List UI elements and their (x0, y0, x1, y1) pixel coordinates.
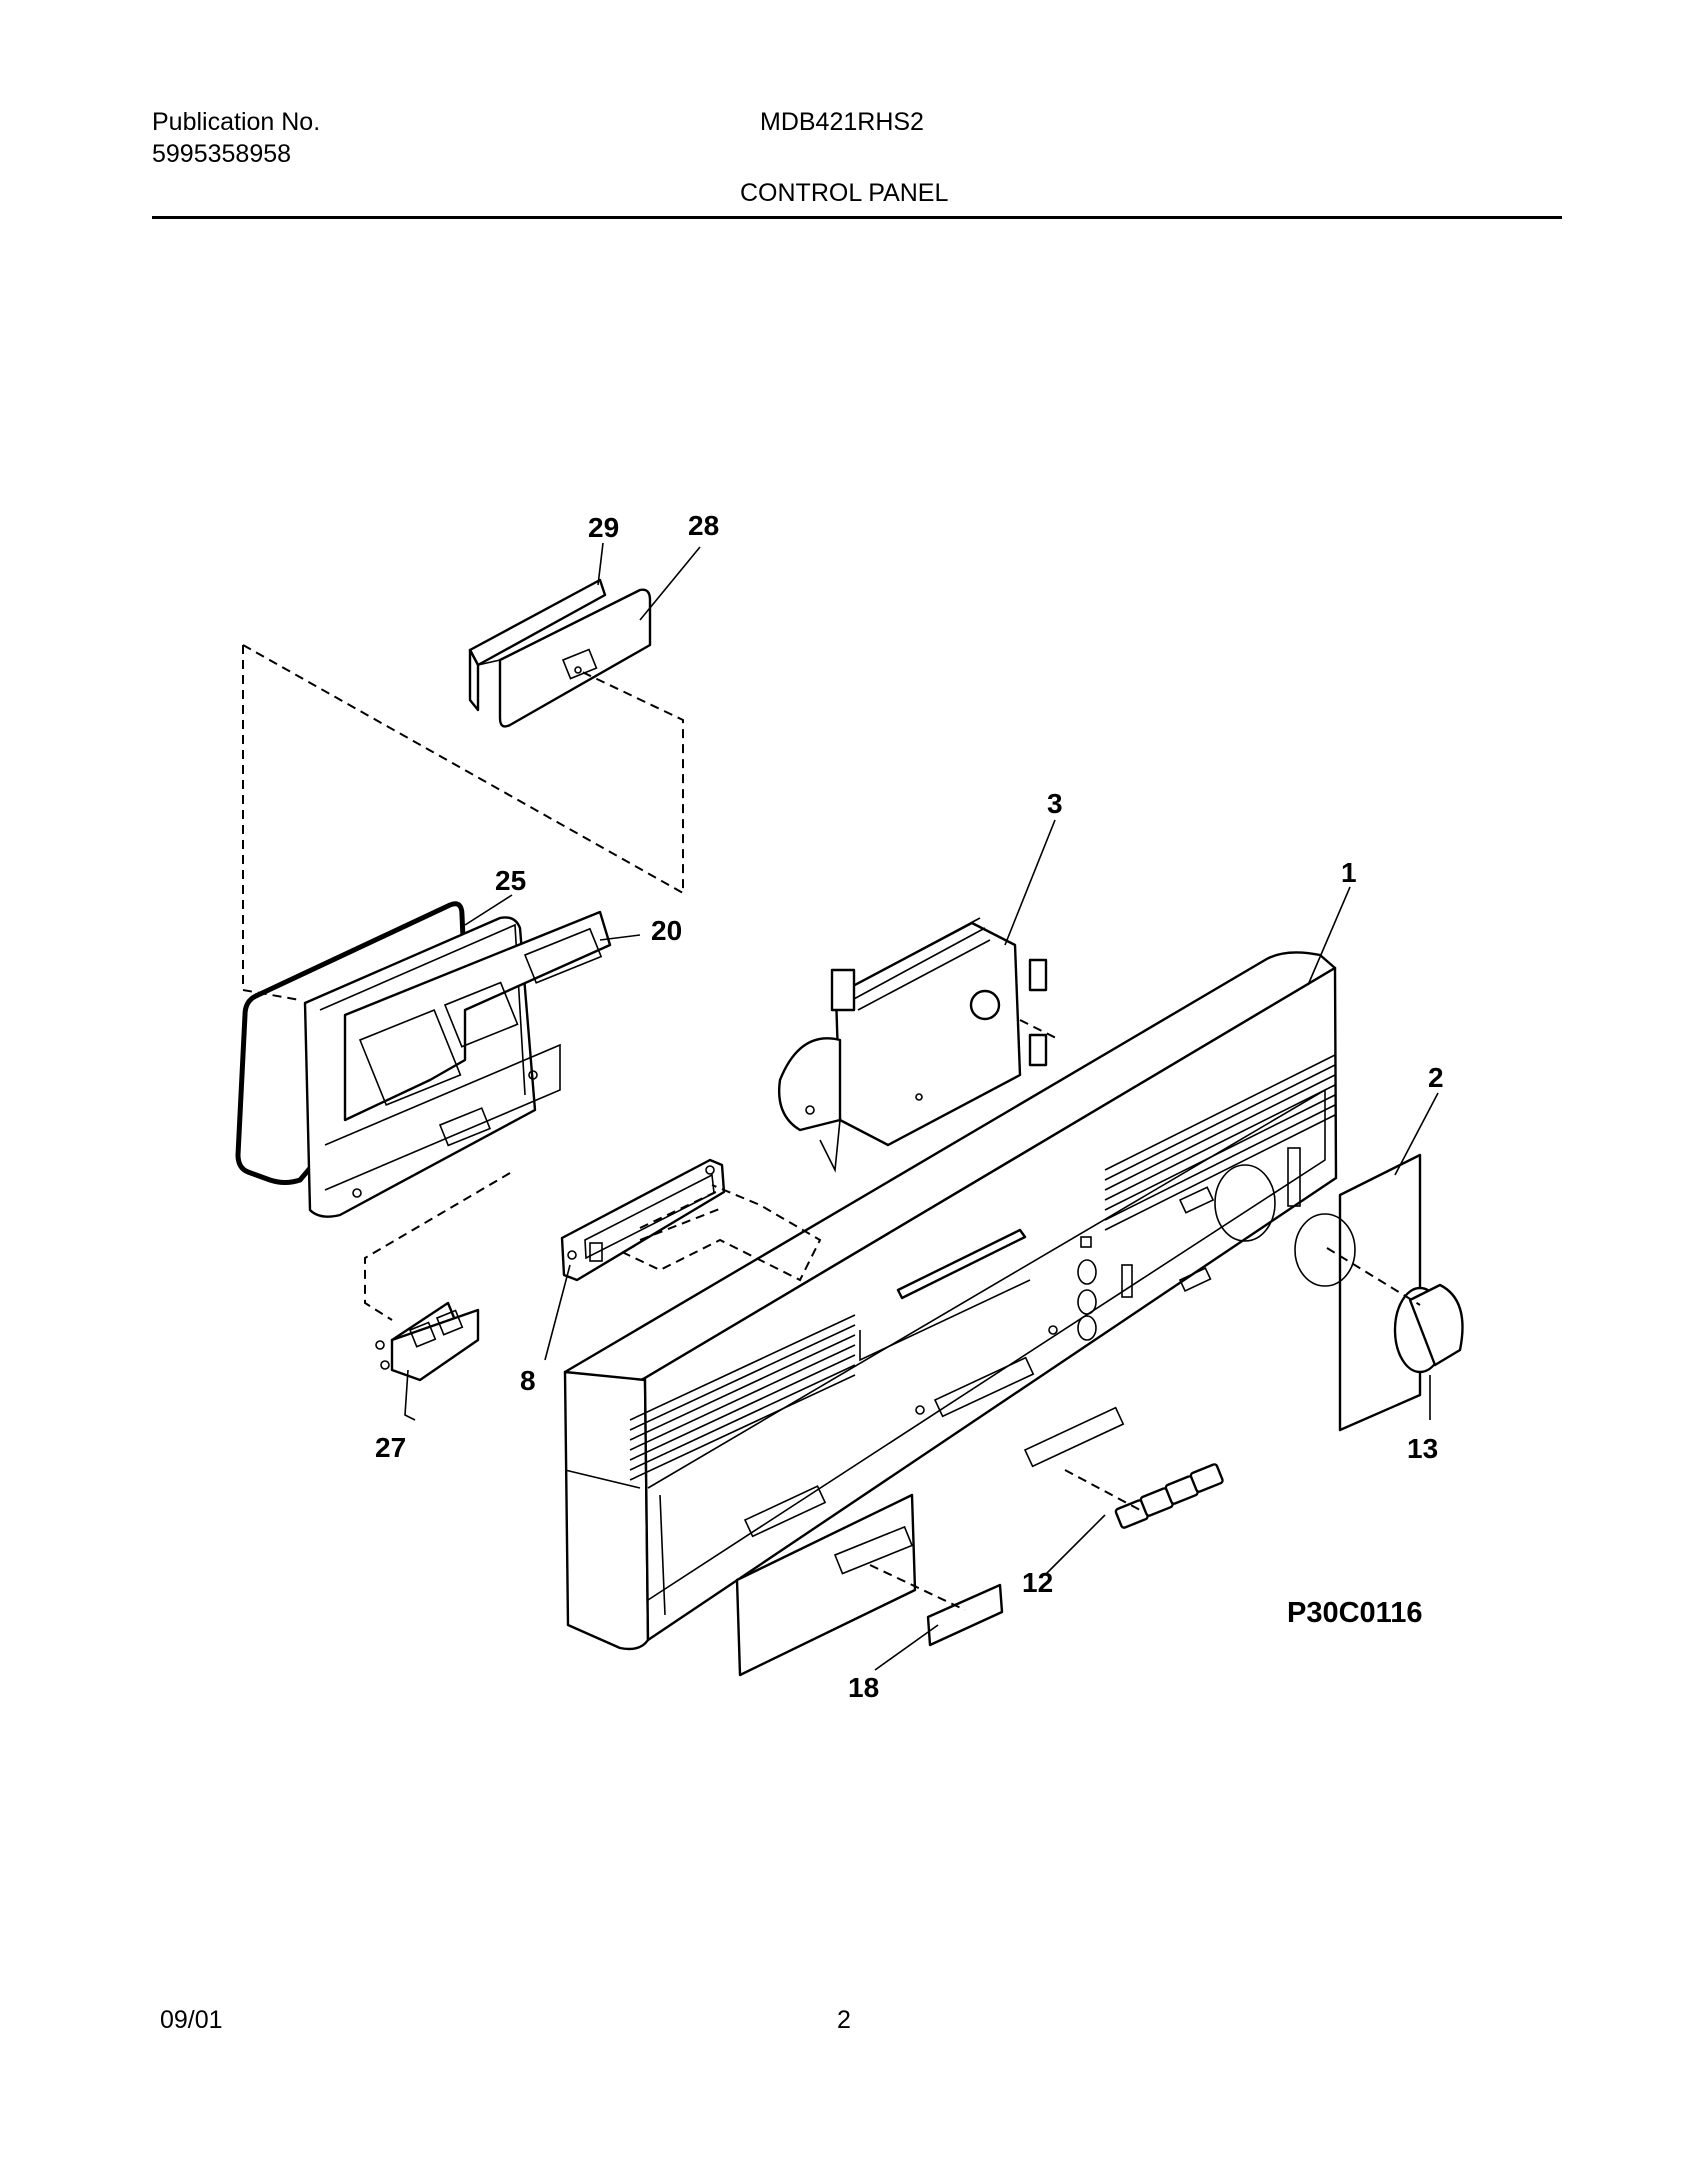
callout-3: 3 (1047, 788, 1063, 819)
dispenser-assembly (235, 901, 612, 1218)
lower-overlay-panel (735, 1493, 917, 1677)
footer-date: 09/01 (160, 2006, 223, 2034)
callout-29: 29 (588, 512, 619, 543)
page-number: 2 (837, 2006, 851, 2034)
callout-12: 12 (1022, 1567, 1053, 1598)
callout-27: 27 (375, 1432, 406, 1463)
publication-number: 5995358958 (152, 140, 292, 168)
callout-2: 2 (1428, 1062, 1444, 1093)
push-buttons (1114, 1463, 1224, 1529)
timer (778, 917, 1048, 1173)
switch-part-27 (375, 1301, 480, 1382)
header-rule (152, 216, 1562, 219)
callout-25: 25 (495, 865, 526, 896)
callout-8: 8 (520, 1365, 536, 1396)
model-number: MDB421RHS2 (760, 108, 924, 136)
section-title: CONTROL PANEL (740, 179, 949, 207)
detergent-lid (468, 578, 652, 728)
callout-18: 18 (848, 1672, 879, 1703)
label-part-18 (926, 1583, 1004, 1647)
callout-1: 1 (1341, 857, 1357, 888)
leader-lines (404, 542, 1439, 1671)
vent-grille-left (629, 1314, 856, 1481)
callout-28: 28 (688, 510, 719, 541)
callout-20: 20 (651, 915, 682, 946)
publication-label: Publication No. (152, 108, 321, 136)
callout-13: 13 (1407, 1433, 1438, 1464)
assembly-guides (242, 644, 1421, 1611)
control-panel-console (563, 951, 1338, 1651)
overlay-panel (1294, 1153, 1422, 1432)
diagram-reference-code: P30C0116 (1287, 1597, 1422, 1629)
vent-grille-right (1104, 1054, 1336, 1231)
timer-knob (1393, 1283, 1464, 1374)
